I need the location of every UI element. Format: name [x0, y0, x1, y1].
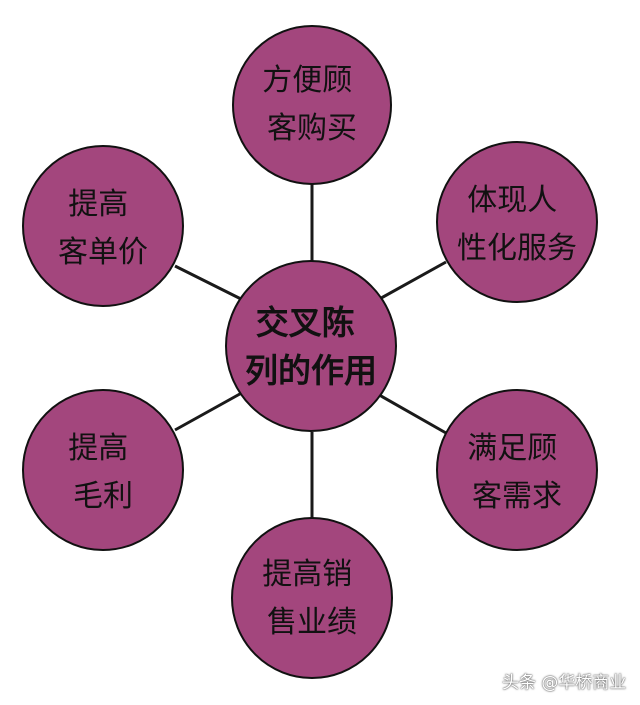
connector-upper-right [373, 260, 447, 304]
node-circle [436, 389, 598, 551]
node-label-line: 客购买 [267, 111, 357, 146]
svg-text:提高销 售业绩: 提高销 售业绩 [262, 557, 362, 640]
center-label-line: 交叉陈 [256, 303, 355, 342]
svg-text:提高 客单价: 提高 客单价 [58, 187, 148, 270]
node-lower-left: 提高 毛利 [22, 389, 184, 551]
svg-text:体现人 性化服务: 体现人 性化服务 [457, 183, 577, 266]
watermark: 头条 @华桥商业 [502, 673, 627, 693]
center-circle [225, 260, 397, 432]
svg-text:满足顾 客需求: 满足顾 客需求 [467, 431, 567, 514]
svg-text:交叉陈 列的作用: 交叉陈 列的作用 [245, 303, 377, 390]
node-label-line: 客单价 [58, 235, 148, 270]
node-upper-right: 体现人 性化服务 [436, 141, 598, 303]
node-circle [22, 389, 184, 551]
node-circle [436, 141, 598, 303]
node-upper-left: 提高 客单价 [22, 145, 184, 307]
center-label-line: 列的作用 [245, 351, 377, 390]
node-circle [22, 145, 184, 307]
node-label-line: 毛利 [73, 479, 133, 514]
node-label-line: 客需求 [472, 479, 562, 514]
node-label-line: 提高销 [262, 557, 352, 592]
svg-text:方便顾 客购买: 方便顾 客购买 [262, 63, 362, 146]
node-bottom: 提高销 售业绩 [231, 517, 393, 679]
node-label-line: 满足顾 [467, 431, 557, 466]
node-label-line: 方便顾 [262, 63, 352, 98]
connector-lower-left [174, 388, 248, 432]
node-circle [232, 25, 392, 185]
svg-text:提高 毛利: 提高 毛利 [68, 431, 138, 514]
node-label-line: 提高 [68, 187, 128, 222]
node-center: 交叉陈 列的作用 [225, 260, 397, 432]
node-label-line: 售业绩 [267, 605, 357, 640]
connector-lower-right [373, 390, 447, 435]
node-label-line: 体现人 [467, 183, 557, 218]
connector-upper-left [174, 264, 248, 304]
node-label-line: 提高 [68, 431, 128, 466]
node-circle [231, 517, 393, 679]
node-label-line: 性化服务 [457, 231, 577, 266]
node-lower-right: 满足顾 客需求 [436, 389, 598, 551]
node-top: 方便顾 客购买 [232, 25, 392, 185]
